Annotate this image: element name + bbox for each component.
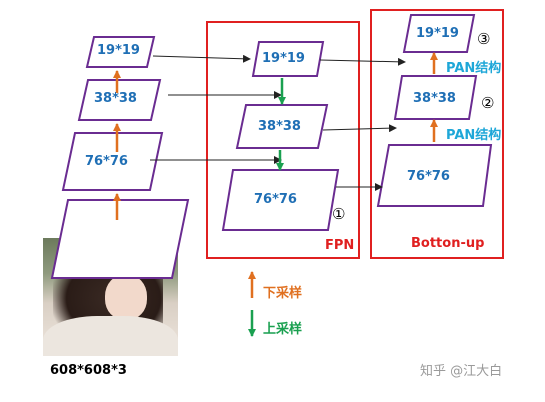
photo-sweater <box>43 316 178 356</box>
photo-face <box>105 274 147 320</box>
fpn-label-76: 76*76 <box>254 192 297 207</box>
backbone-76-plane <box>61 132 164 191</box>
bottom-up-38-plane <box>393 75 478 120</box>
fpn-19-plane <box>251 41 325 77</box>
bottom-up-19-plane <box>402 14 476 53</box>
pan-label-upper: PAN结构 <box>446 61 502 76</box>
backbone-label-76: 76*76 <box>85 154 128 169</box>
fpn-label-38: 38*38 <box>258 119 301 134</box>
watermark: 知乎 @江大白 <box>420 364 503 379</box>
backbone-label-38: 38*38 <box>94 91 137 106</box>
fpn-38-plane <box>235 104 329 149</box>
input-size-label: 608*608*3 <box>50 363 127 378</box>
bottom-up-label-19: 19*19 <box>416 26 459 41</box>
marker-three: ③ <box>477 30 491 48</box>
fpn-label-19: 19*19 <box>262 51 305 66</box>
legend-upsample-label: 上采样 <box>263 322 303 337</box>
marker-one: ① <box>332 205 346 223</box>
backbone-label-19: 19*19 <box>97 43 140 58</box>
lateral-arrow-19 <box>152 54 251 63</box>
backbone-19-plane <box>85 36 156 68</box>
fpn-to-bu-arrow-38 <box>322 124 397 133</box>
fpn-frame <box>206 21 360 259</box>
bottom-up-title: Botton-up <box>411 236 485 251</box>
marker-two: ② <box>481 94 495 112</box>
pan-label-lower: PAN结构 <box>446 128 502 143</box>
fpn-76-plane <box>221 169 340 231</box>
fpn-to-bu-arrow-19 <box>319 57 406 66</box>
backbone-38-plane <box>77 79 162 121</box>
bottom-up-label-38: 38*38 <box>413 91 456 106</box>
legend-downsample-label: 下采样 <box>263 286 303 301</box>
input-plane <box>50 199 190 279</box>
bottom-up-frame <box>370 9 504 259</box>
fpn-title: FPN <box>325 238 355 253</box>
bottom-up-label-76: 76*76 <box>407 169 450 184</box>
